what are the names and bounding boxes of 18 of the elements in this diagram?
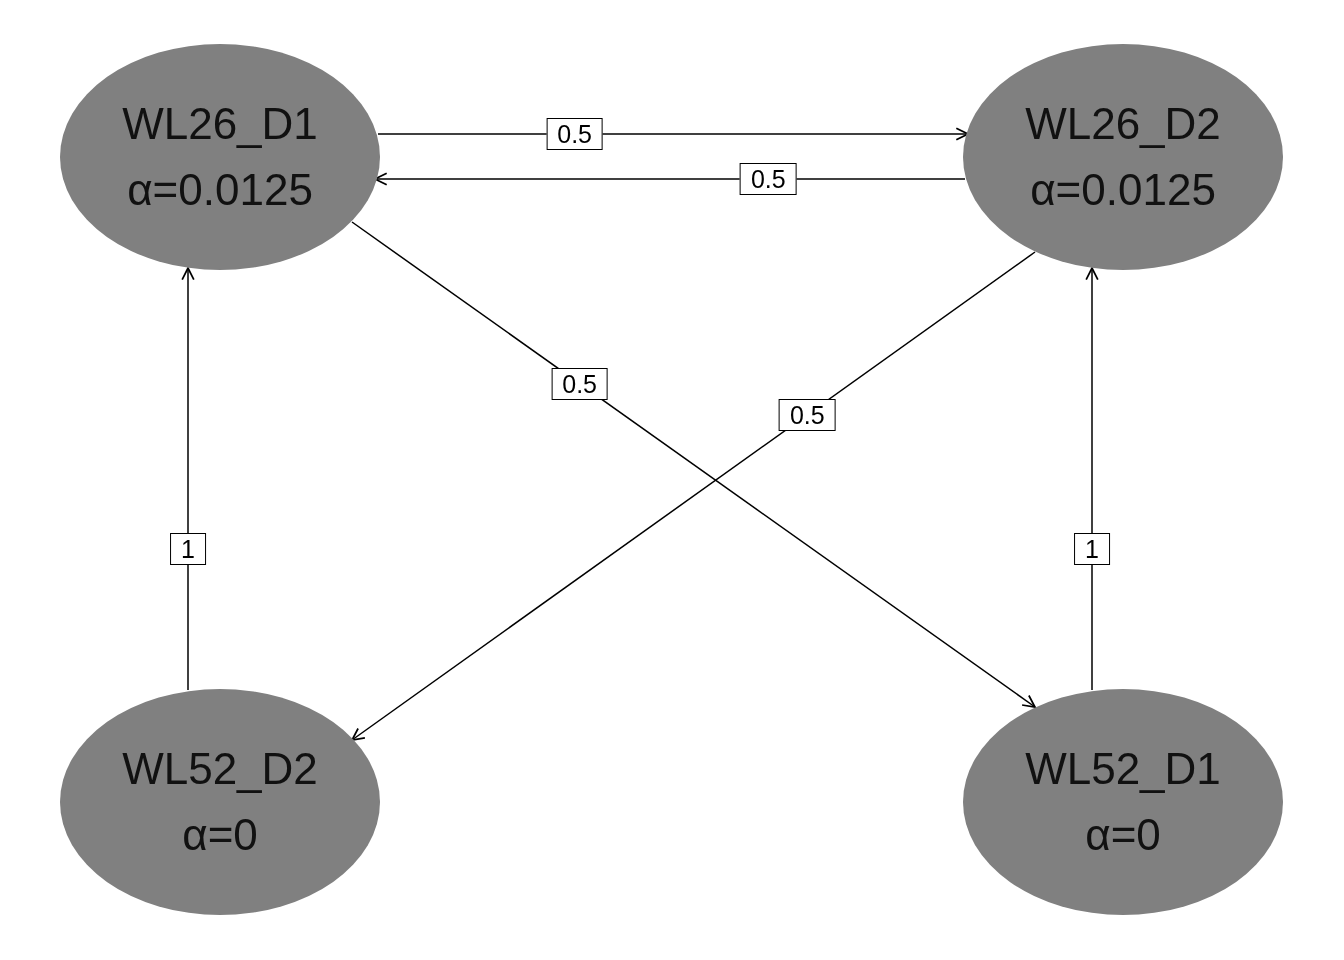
arrow bbox=[1085, 267, 1099, 691]
arrow bbox=[377, 127, 969, 141]
node-value: α=0 bbox=[182, 809, 258, 861]
node-value: α=0 bbox=[1085, 809, 1161, 861]
arrow bbox=[181, 267, 195, 691]
arrow bbox=[374, 172, 966, 186]
edge-label: 0.5 bbox=[778, 398, 836, 431]
node-value: α=0.0125 bbox=[1030, 164, 1216, 216]
node-name: WL26_D1 bbox=[122, 98, 318, 150]
edge-label: 0.5 bbox=[546, 118, 604, 150]
node-name: WL52_D2 bbox=[122, 743, 318, 795]
node-value: α=0.0125 bbox=[127, 164, 313, 216]
edge-label: 1 bbox=[1074, 533, 1110, 566]
node-name: WL52_D1 bbox=[1025, 743, 1221, 795]
edge-label: 0.5 bbox=[551, 367, 609, 400]
node-name: WL26_D2 bbox=[1025, 98, 1221, 150]
edge-label: 1 bbox=[170, 533, 206, 566]
edge-label: 0.5 bbox=[739, 163, 797, 195]
